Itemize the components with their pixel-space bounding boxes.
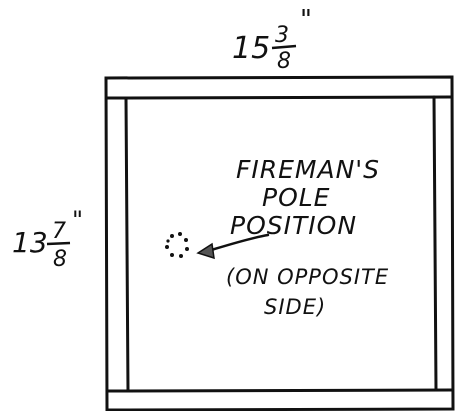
width-fraction-bar [271, 44, 297, 50]
height-unit: " [72, 206, 83, 234]
pointer-arrow [196, 233, 270, 260]
top-rail-inner-line [105, 95, 453, 100]
note-line-1: (ON OPPOSITE [226, 265, 389, 289]
width-unit: " [300, 5, 312, 35]
left-stile-line [124, 96, 130, 393]
note-line-2: SIDE) [264, 295, 326, 319]
width-numerator: 3 [275, 23, 289, 48]
annotation-line-2: POLE [262, 183, 330, 212]
annotation-line-3: POSITION [230, 211, 357, 240]
pole-position-marker [165, 232, 189, 258]
right-stile-line [432, 95, 438, 392]
width-denominator: 8 [277, 49, 291, 74]
height-whole: 13 [12, 226, 48, 259]
height-numerator: 7 [52, 219, 66, 244]
bottom-rail-inner-line [106, 388, 454, 393]
annotation-line-1: FIREMAN'S [236, 155, 380, 184]
arrow-head [196, 242, 215, 260]
height-denominator: 8 [53, 247, 67, 272]
width-dimension: 15 3 8 " [232, 5, 312, 74]
pole-annotation: FIREMAN'S POLE POSITION (ON OPPOSITE SID… [226, 155, 389, 319]
width-whole: 15 [232, 31, 270, 66]
outer-outline [104, 75, 455, 411]
box-frame [104, 75, 455, 411]
height-dimension: 13 7 8 " [12, 206, 83, 272]
height-fraction-bar [46, 241, 71, 246]
